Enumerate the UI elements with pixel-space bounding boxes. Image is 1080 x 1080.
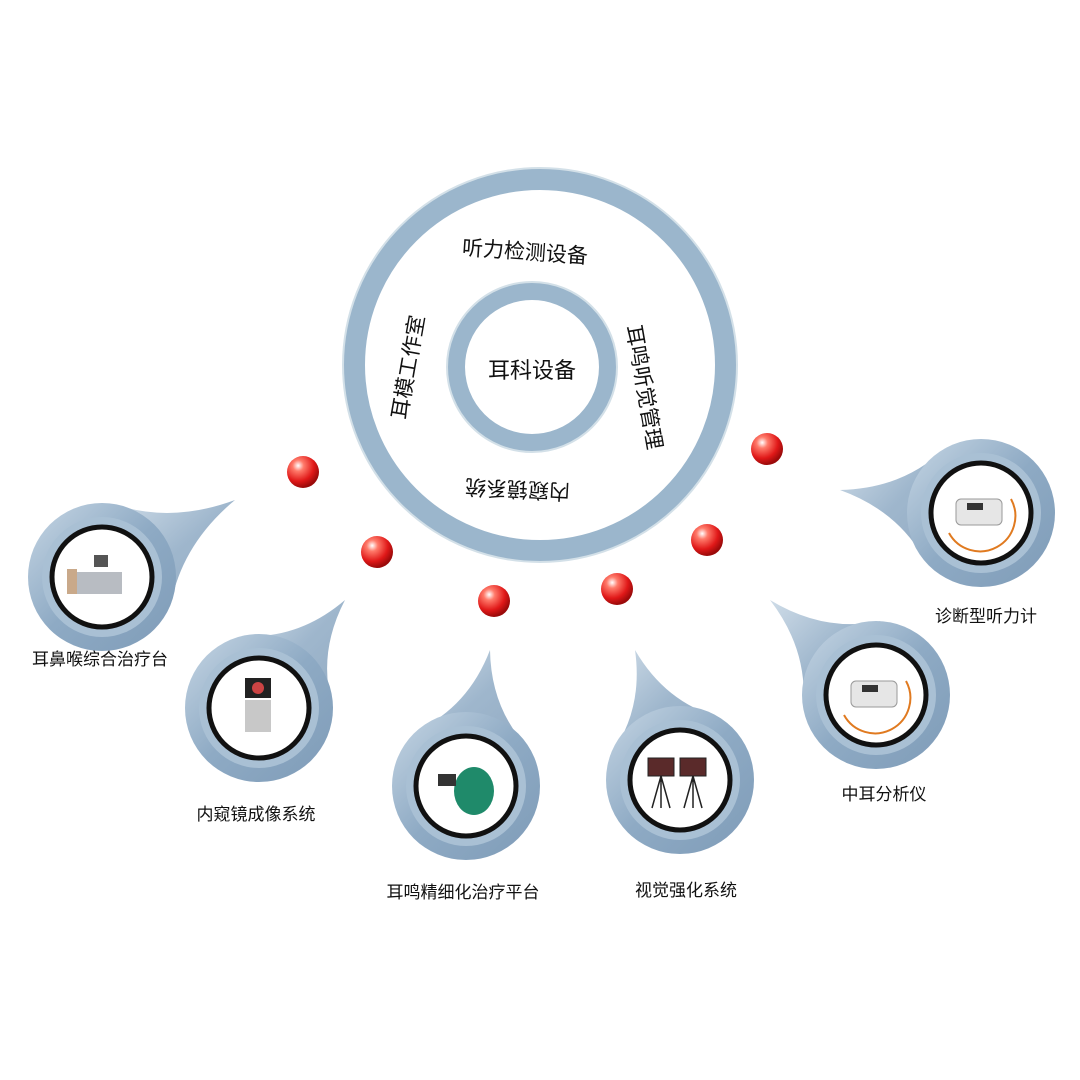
- audiometer-icon: [948, 498, 1017, 553]
- device-label-visual: 视觉强化系统: [635, 881, 737, 901]
- display-stands-bubble: [606, 650, 754, 854]
- ent-workstation-icon: [67, 555, 122, 594]
- tinnitus-pod-icon: [438, 767, 494, 815]
- device-label-endoscope: 内窥镜成像系统: [196, 805, 316, 825]
- device-label-tympanometer: 中耳分析仪: [841, 785, 927, 805]
- device-label-tinnitus: 耳鸣精细化治疗平台: [386, 883, 540, 903]
- ent-workstation-bubble: [28, 500, 235, 651]
- ring-label-bottom: 内窥镜系统: [464, 474, 571, 504]
- red-dot: [287, 456, 319, 488]
- tympanometer-icon: [843, 680, 912, 735]
- center-label: 耳科设备: [488, 359, 577, 384]
- device-frame: [627, 727, 733, 833]
- audiometer-bubble: [840, 439, 1055, 587]
- device-label-audiometer: 诊断型听力计: [935, 607, 1037, 627]
- outer-ring: [342, 167, 738, 563]
- red-dot: [751, 433, 783, 465]
- tympanometer-bubble: [770, 600, 950, 769]
- device-label-ent-workstation: 耳鼻喉综合治疗台: [32, 650, 168, 670]
- red-dot: [601, 573, 633, 605]
- tinnitus-pod-bubble: [392, 650, 540, 860]
- display-stands-icon: [647, 757, 707, 809]
- inner-ring: [446, 281, 618, 453]
- endoscope-cart-icon: [245, 678, 271, 732]
- endoscope-cart-bubble: [185, 600, 345, 782]
- red-dot: [691, 524, 723, 556]
- red-dot: [478, 585, 510, 617]
- red-dot: [361, 536, 393, 568]
